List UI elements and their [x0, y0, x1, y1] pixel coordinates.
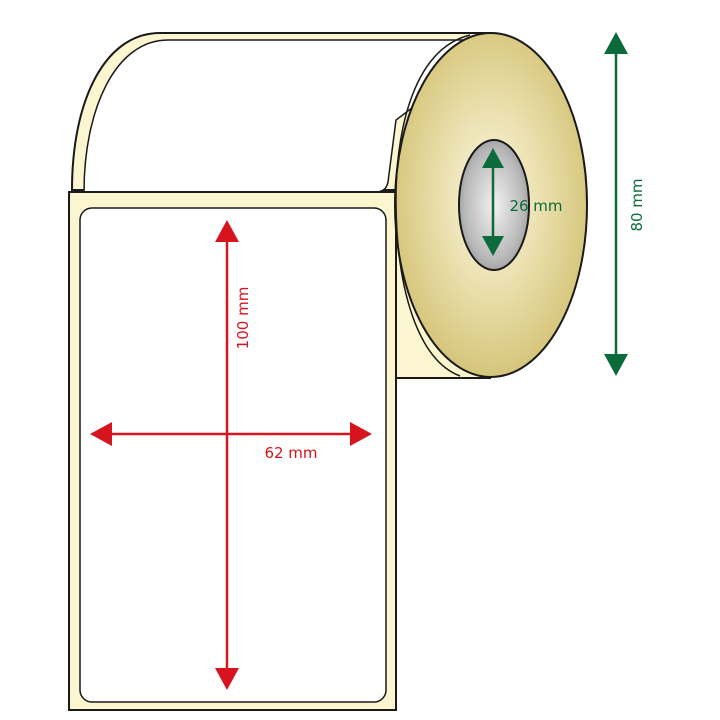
arrow-left-icon [90, 422, 112, 446]
arrow-down-icon [215, 668, 239, 690]
outer-dimension [604, 32, 628, 376]
height-dimension [215, 220, 239, 690]
label-on-roll [83, 39, 476, 193]
width-dimension [90, 422, 372, 446]
arrow-up-icon [482, 148, 504, 168]
arrow-up-icon [604, 32, 628, 54]
height-label: 100 mm [234, 287, 252, 350]
arrow-up-icon [215, 220, 239, 242]
roll-edge [395, 34, 471, 377]
width-label: 62 mm [264, 444, 317, 462]
hanging-label [79, 207, 387, 703]
core-dimension [482, 148, 504, 256]
arrow-down-icon [482, 236, 504, 256]
arrow-right-icon [350, 422, 372, 446]
core-label: 26 mm [509, 197, 562, 215]
outer-label: 80 mm [628, 178, 646, 231]
arrow-down-icon [604, 354, 628, 376]
